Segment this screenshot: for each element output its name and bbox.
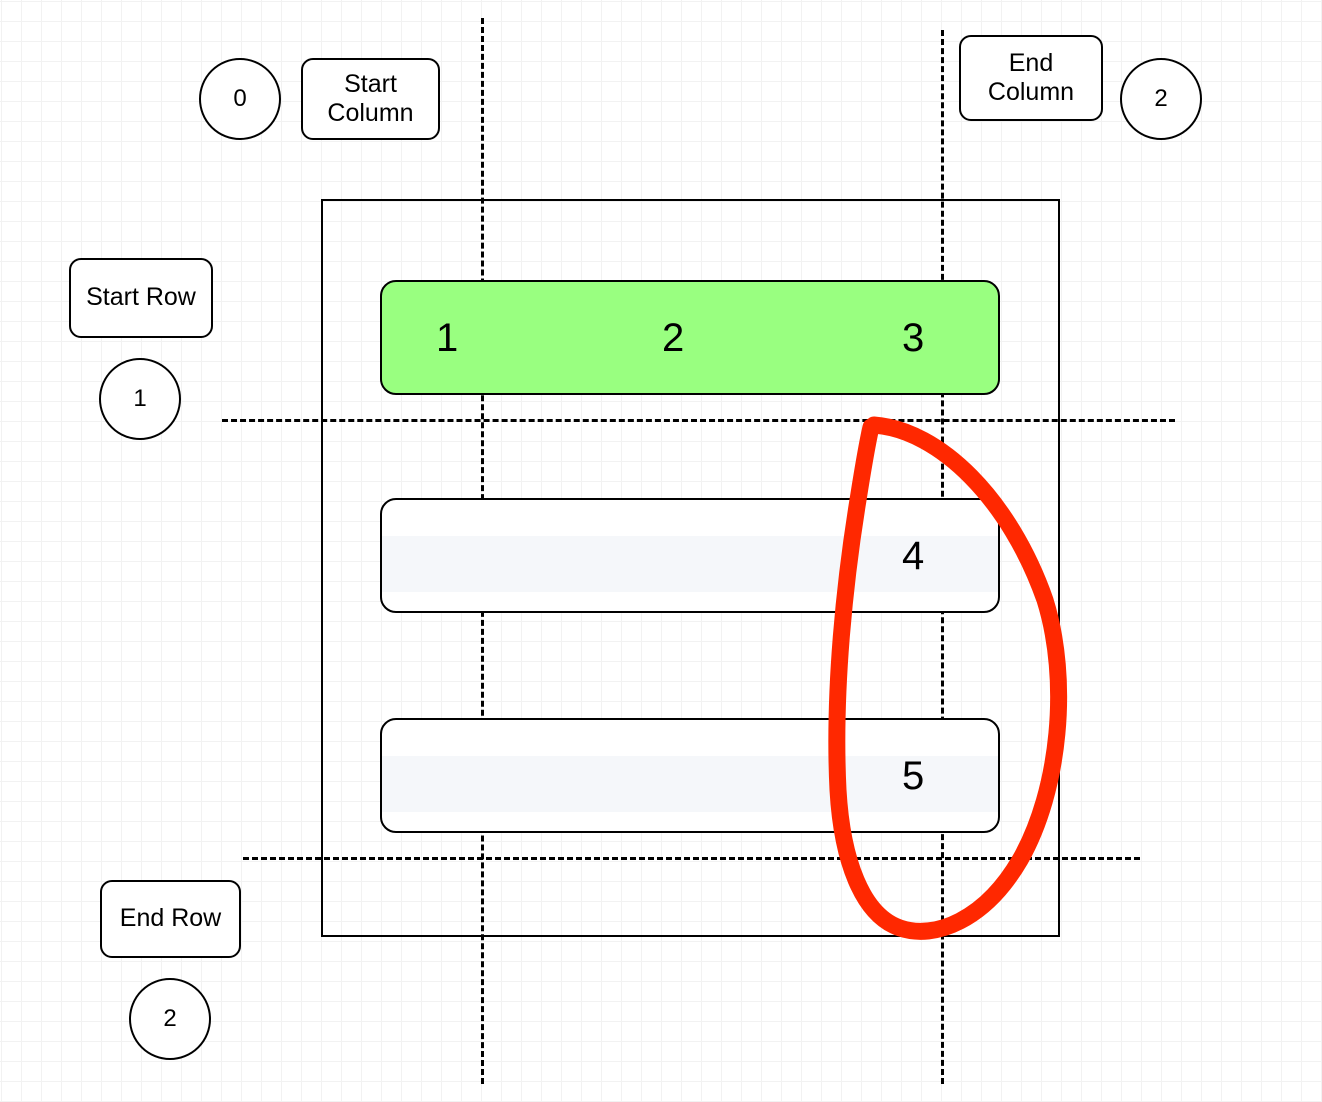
start-row-index-circle: 1 [99,358,181,440]
end-row-label: End Row [100,880,241,958]
end-row-guide-line [243,857,1140,860]
start-column-index-circle: 0 [199,58,281,140]
cell-value-2: 2 [662,316,685,360]
start-column-label: Start Column [301,58,440,140]
table-row[interactable] [380,280,1000,395]
end-column-label: End Column [959,35,1103,121]
cell-value-3: 3 [902,316,925,360]
cell-value-1: 1 [436,316,459,360]
cell-value-4: 4 [902,534,925,578]
end-row-index-circle: 2 [129,978,211,1060]
end-column-index-circle: 2 [1120,58,1202,140]
cell-value-5: 5 [902,754,925,798]
start-row-label: Start Row [69,258,213,338]
start-row-guide-line [222,419,1175,422]
